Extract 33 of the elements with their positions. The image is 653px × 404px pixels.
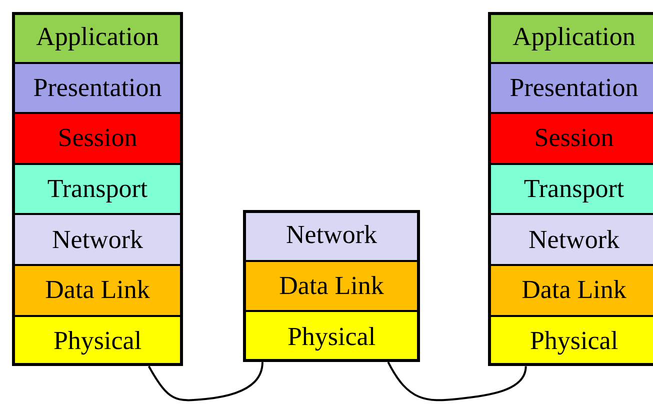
layer-label: Session: [58, 123, 138, 154]
layer-box: [243, 260, 420, 312]
layer-box: [488, 62, 653, 114]
layer-box: [243, 210, 420, 261]
layer-label: Network: [528, 224, 620, 255]
layer-label: Application: [512, 22, 636, 52]
layer-label: Network: [286, 220, 377, 250]
layer-label: Physical: [530, 326, 618, 356]
layer-label: Session: [534, 123, 614, 154]
layer-box: [488, 214, 653, 265]
layer-box: [488, 113, 653, 164]
layer-label: Physical: [53, 326, 142, 356]
layer-box: [12, 265, 183, 316]
layer-box: [12, 62, 183, 114]
layer-box: [12, 214, 183, 265]
layer-box: [488, 164, 653, 214]
layer-box: [12, 12, 183, 63]
layer-label: Data Link: [522, 275, 626, 306]
layer-label: Application: [36, 22, 159, 52]
layer-label: Presentation: [510, 72, 638, 103]
layer-label: Data Link: [279, 271, 384, 302]
layer-label: Presentation: [33, 72, 162, 103]
layer-box: [12, 164, 183, 214]
layer-label: Physical: [287, 322, 376, 352]
layer-box: [488, 265, 653, 316]
layer-label: Transport: [524, 174, 624, 204]
layer-label: Network: [52, 224, 143, 255]
layer-label: Data Link: [45, 275, 150, 306]
layer-box: [488, 12, 653, 63]
layer-label: Transport: [47, 174, 148, 204]
layer-box: [12, 113, 183, 164]
cable-line: [148, 362, 264, 402]
cable-line: [387, 362, 527, 402]
